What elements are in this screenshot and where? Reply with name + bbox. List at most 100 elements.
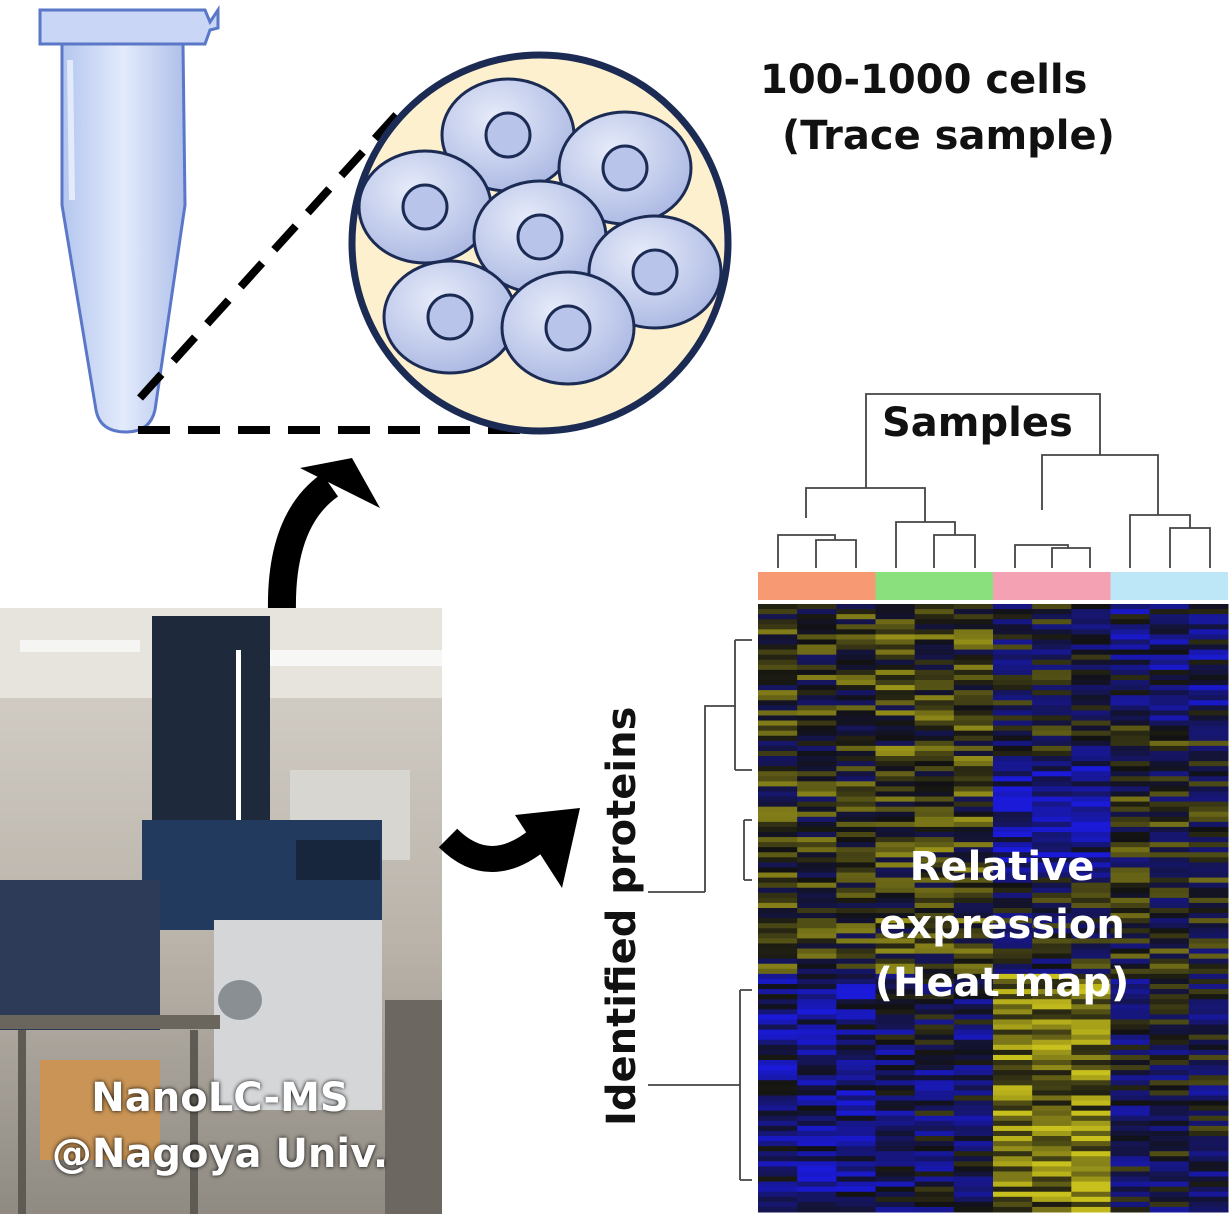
heatmap-cell [914,1186,955,1193]
heatmap-cell [993,1060,1033,1066]
heatmap-cell [875,761,916,767]
heatmap-cell [993,902,1033,909]
heatmap-cell [836,654,876,661]
heatmap-cell [1188,654,1229,661]
heatmap-cell [875,1196,916,1203]
heatmap-cell [1110,862,1151,868]
heatmap-cell [1071,1075,1111,1081]
heatmap-cell [797,781,837,787]
heatmap-cell [836,1065,876,1071]
heatmap-cell [1188,826,1229,833]
identified-proteins-label: Identified proteins [596,700,648,1132]
heatmap-cell [993,695,1033,701]
heatmap-cell [875,1156,916,1162]
heatmap-cell [797,1054,837,1061]
heatmap-cell [1149,695,1190,701]
heatmap-cell [797,735,837,742]
heatmap-cell [1032,634,1072,640]
heatmap-cell [1149,968,1190,975]
heatmap-cell [875,948,916,955]
heatmap-cell [1071,811,1111,818]
heatmap-cell [953,1024,994,1031]
heatmap-cell [1188,776,1229,782]
heatmap-cell [758,1014,798,1020]
heatmap-cell [1032,730,1072,737]
heatmap-cell [797,973,837,980]
heatmap-cell [875,938,916,944]
heatmap-cell [1032,705,1072,711]
heatmap-cell [1032,943,1072,950]
heatmap-cell [1032,771,1072,777]
heatmap-cell [875,1115,916,1122]
heatmap-cell [1071,609,1111,615]
heatmap-cell [914,1080,955,1086]
heatmap-cell [914,1009,955,1015]
heatmap-cell [993,1156,1033,1162]
heatmap-cell [953,1009,994,1015]
heatmap-cell [1188,756,1229,762]
heatmap-cell [914,963,955,970]
heatmap-cell [797,928,837,934]
heatmap-cell [953,1206,994,1213]
heatmap-cell [1149,862,1190,868]
heatmap-cell [953,1156,994,1162]
heatmap-cell [914,877,955,884]
heatmap-cell [836,887,876,894]
heatmap-cell [1149,1090,1190,1096]
heatmap-cell [836,978,876,985]
heatmap-cell [953,690,994,696]
heatmap-cell [993,963,1033,970]
heatmap-cell [1032,811,1072,818]
heatmap-cell [875,1014,916,1020]
heatmap-cell [1032,629,1072,635]
heatmap-cell [1188,1136,1229,1142]
heatmap-cell [1110,604,1151,610]
heatmap-cell [1071,918,1111,924]
heatmap-cell [953,730,994,737]
heatmap-cell [836,685,876,691]
heatmap-cell [1071,1206,1111,1213]
heatmap-cell [1071,614,1111,620]
heatmap-cell [875,644,916,651]
heatmap-cell [1032,1151,1072,1157]
heatmap-cell [1071,1146,1111,1152]
heatmap-cell [758,1120,798,1127]
heatmap-cell [993,989,1033,995]
heatmap-cell [758,634,798,640]
heatmap-cell [1071,847,1111,853]
heatmap-cell [1188,690,1229,696]
heatmap-cell [836,659,876,666]
heatmap-cell [1149,685,1190,691]
heatmap-cell [1071,837,1111,843]
heatmap-cell [836,710,876,716]
heatmap-cell [758,862,798,868]
heatmap-cell [993,720,1033,727]
heatmap-cell [1071,973,1111,980]
heatmap-cell [993,1095,1033,1102]
heatmap-cell [993,740,1033,747]
heatmap-cell [1032,1171,1072,1178]
heatmap-cell [875,953,916,960]
heatmap-cell [758,1065,798,1071]
heatmap-cell [875,913,916,919]
heatmap-cell [993,852,1033,858]
heatmap-cell [993,1019,1033,1026]
heatmap-cell [1071,913,1111,919]
heatmap-cell [758,1196,798,1203]
heatmap-cell [993,1136,1033,1142]
heatmap-cell [1149,690,1190,696]
heatmap-cell [914,902,955,909]
heatmap-cell [1149,994,1190,1000]
heatmap-cell [1032,887,1072,894]
heatmap-cell [1149,1141,1190,1147]
heatmap-cell [758,781,798,787]
heatmap-cell [1149,745,1190,752]
heatmap-cell [1032,740,1072,747]
heatmap-cell [797,999,837,1005]
heatmap-cell [875,943,916,950]
heatmap-cell [758,897,798,904]
heatmap-cell [953,745,994,752]
heatmap-cell [914,766,955,772]
heatmap-cell [836,1019,876,1026]
